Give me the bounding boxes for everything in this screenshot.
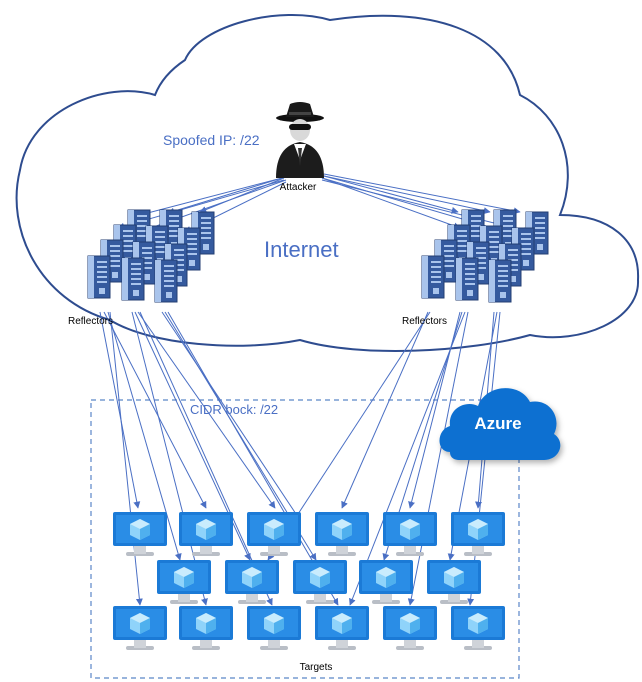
vm-monitor-icon [451,606,505,650]
vm-monitor-icon [225,560,279,604]
vm-monitor-icon [427,560,481,604]
attacker-icon [276,102,324,178]
vm-monitor-icon [247,512,301,556]
vm-monitor-icon [157,560,211,604]
vm-monitor-icon [293,560,347,604]
vm-monitor-icon [179,512,233,556]
server-icon [87,255,111,299]
server-icon [421,255,445,299]
vm-monitor-icon [451,512,505,556]
vm-monitor-icon [315,606,369,650]
vm-monitor-icon [113,512,167,556]
vm-monitor-icon [359,560,413,604]
reflectors-right-label: Reflectors [402,316,447,327]
reflectors-left-label: Reflectors [68,316,113,327]
targets-row-2 [157,560,481,604]
azure-label: Azure [474,414,521,433]
server-icon [154,259,178,303]
server-icon [455,257,479,301]
internet-label: Internet [264,237,339,262]
targets-label: Targets [300,662,333,673]
azure-cloud-icon [439,388,561,460]
vm-monitor-icon [315,512,369,556]
internet-cloud [15,13,640,352]
vm-monitor-icon [383,606,437,650]
cidr-block-boundary [90,399,520,679]
vm-monitor-icon [247,606,301,650]
vm-monitor-icon [179,606,233,650]
vm-monitor-icon [113,606,167,650]
targets-row-3 [113,606,505,650]
spoofed-ip-label: Spoofed IP: /22 [163,132,260,148]
server-icon [488,259,512,303]
attacker-label: Attacker [280,182,317,193]
server-icon [121,257,145,301]
cidr-block-label: CIDR bock: /22 [190,402,278,417]
vm-monitor-icon [383,512,437,556]
